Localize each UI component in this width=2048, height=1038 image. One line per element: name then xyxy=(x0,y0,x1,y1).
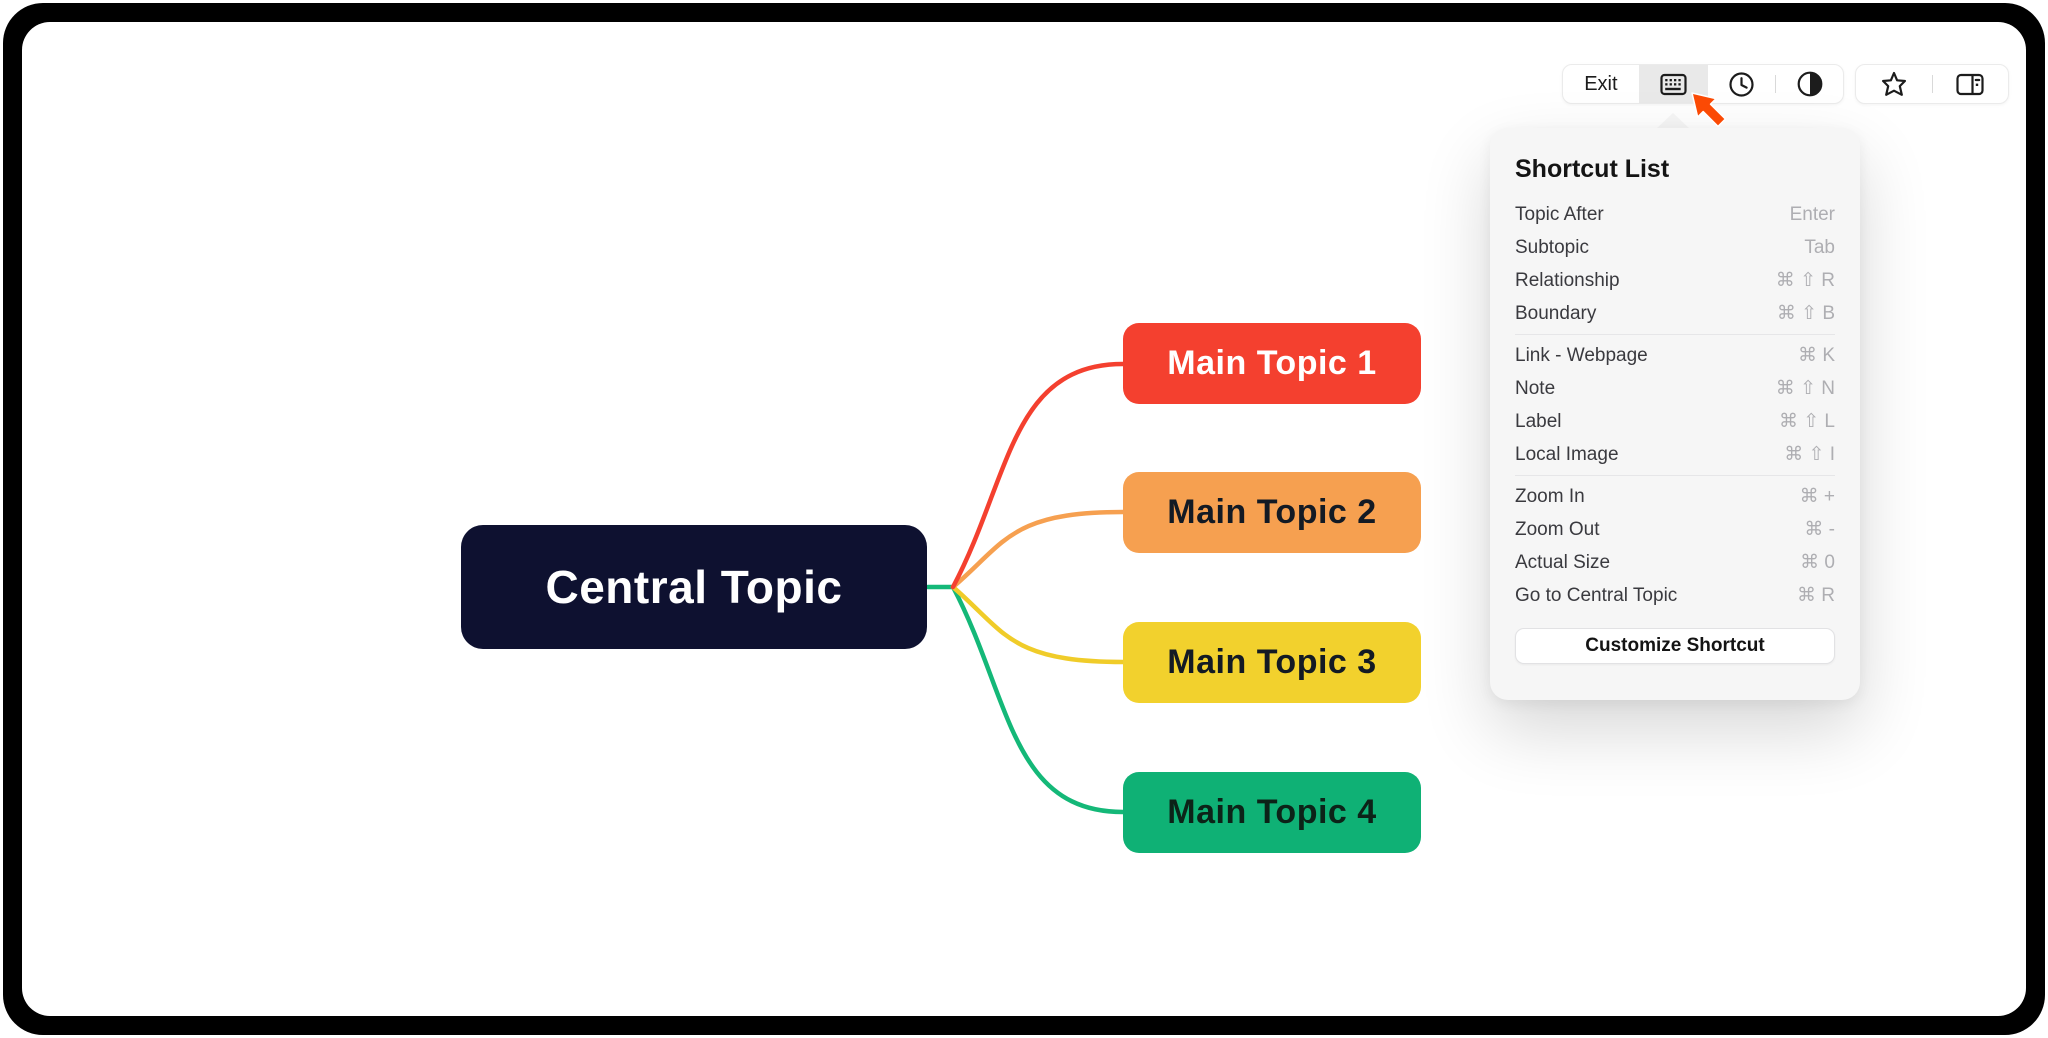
shortcut-row: Note ⌘ ⇧ N xyxy=(1515,377,1835,400)
keyboard-shortcuts-button[interactable] xyxy=(1638,65,1709,103)
panel-divider xyxy=(1515,475,1835,476)
main-topic-2-node[interactable]: Main Topic 2 xyxy=(1123,472,1421,553)
panel-divider xyxy=(1515,334,1835,335)
panel-title: Shortcut List xyxy=(1515,155,1670,183)
toolbar-left-group: Exit xyxy=(1562,64,1844,104)
main-topic-4-node[interactable]: Main Topic 4 xyxy=(1123,772,1421,853)
exit-button[interactable]: Exit xyxy=(1584,72,1618,95)
theme-contrast-button[interactable] xyxy=(1776,65,1843,103)
shortcut-row: Topic After Enter xyxy=(1515,203,1835,225)
main-topic-1-node[interactable]: Main Topic 1 xyxy=(1123,323,1421,404)
shortcut-row: Subtopic Tab xyxy=(1515,236,1835,258)
history-button[interactable] xyxy=(1708,65,1775,103)
popover-notch xyxy=(1656,113,1690,129)
toolbar-divider xyxy=(1931,75,1933,93)
main-topic-3-node[interactable]: Main Topic 3 xyxy=(1123,622,1421,703)
favorite-button[interactable] xyxy=(1856,65,1932,103)
side-panel-button[interactable] xyxy=(1933,65,2009,103)
customize-shortcut-button[interactable]: Customize Shortcut xyxy=(1515,628,1835,664)
toolbar-right-group xyxy=(1855,64,2009,104)
shortcut-row: Link - Webpage ⌘ K xyxy=(1515,344,1835,367)
shortcut-row: Label ⌘ ⇧ L xyxy=(1515,410,1835,433)
shortcut-row: Zoom In ⌘ + xyxy=(1515,485,1835,508)
keyboard-icon xyxy=(1660,73,1687,96)
shortcut-row: Boundary ⌘ ⇧ B xyxy=(1515,302,1835,325)
shortcut-row: Actual Size ⌘ 0 xyxy=(1515,551,1835,574)
toolbar-divider xyxy=(1775,75,1777,93)
shortcut-row: Zoom Out ⌘ - xyxy=(1515,518,1835,541)
star-icon xyxy=(1880,71,1908,98)
shortcut-row: Go to Central Topic ⌘ R xyxy=(1515,584,1835,607)
shortcut-list-panel: Shortcut List Topic After Enter Subtopic… xyxy=(1490,128,1860,700)
contrast-icon xyxy=(1796,70,1824,98)
shortcut-row: Relationship ⌘ ⇧ R xyxy=(1515,269,1835,292)
clock-icon xyxy=(1728,71,1755,98)
shortcut-row: Local Image ⌘ ⇧ I xyxy=(1515,443,1835,466)
central-topic-node[interactable]: Central Topic xyxy=(461,525,927,649)
panel-layout-icon xyxy=(1956,73,1984,96)
